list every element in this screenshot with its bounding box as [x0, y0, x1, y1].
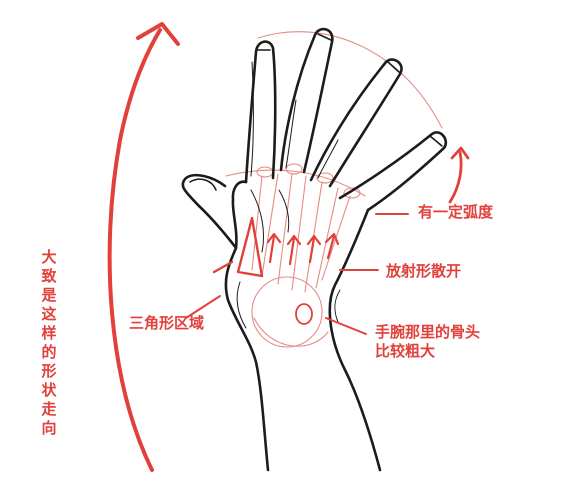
label-wrist-line2: 比较粗大	[375, 342, 436, 360]
middle-nail	[317, 33, 332, 41]
triangle-region	[236, 216, 264, 278]
thumb-nail	[189, 178, 217, 191]
big-arc-arrow	[107, 28, 162, 472]
big-arc-arrowhead	[136, 22, 180, 46]
middle-finger	[279, 27, 334, 174]
label-overall-shape: 大致是这样的形状走向	[41, 248, 57, 437]
knuckle-arc-guide	[225, 169, 366, 197]
pinky-nail	[429, 135, 443, 147]
radial-arrow	[266, 232, 282, 264]
wrist-bone-oval	[295, 303, 313, 325]
label-triangle: 三角形区域	[129, 314, 205, 332]
pinky-finger	[338, 131, 448, 212]
construction-guides	[225, 31, 443, 348]
label-wrist-line1: 手腕那里的骨头	[375, 323, 481, 341]
triangle-tick	[212, 260, 234, 274]
wrist-bone-circle	[251, 276, 323, 348]
palm-right-detail	[334, 289, 341, 323]
palm-crease	[278, 189, 290, 233]
wrist-curve-guide	[253, 317, 329, 347]
thumb-outline	[181, 173, 248, 250]
radial-arrow	[286, 234, 302, 266]
ring-finger-inner	[317, 139, 339, 179]
knuckle-ellipse	[343, 187, 361, 199]
metacarpal-line	[261, 173, 279, 277]
triangle-pointer	[185, 295, 221, 319]
annotations	[107, 22, 470, 472]
index-finger-inner	[250, 61, 254, 177]
hand-outline	[181, 27, 448, 472]
radial-arrow	[324, 232, 340, 260]
palm-left-edge	[224, 246, 270, 472]
palm-crease	[250, 189, 264, 253]
metacarpal-line	[291, 175, 307, 291]
metacarpal-line	[251, 175, 263, 271]
knuckle-ellipse	[316, 172, 334, 184]
radial-arrow	[306, 234, 322, 264]
metacarpal-line	[315, 187, 339, 289]
ring-nail	[387, 61, 400, 73]
wrist-pointer	[325, 317, 367, 335]
label-wrist: 手腕那里的骨头 比较粗大	[375, 323, 480, 361]
index-finger	[244, 40, 277, 184]
label-radial: 放射形散开	[386, 262, 462, 280]
palm-right-edge	[328, 208, 382, 472]
ring-finger	[309, 58, 403, 188]
arc-arrow-right-head	[450, 146, 470, 160]
knuckle-ellipse	[256, 166, 274, 178]
metacarpal-line	[277, 173, 293, 285]
arc-arrow-right	[448, 150, 463, 204]
label-arc: 有一定弧度	[418, 203, 494, 221]
palm-left-detail	[236, 281, 247, 329]
fingertip-arc-guide	[257, 31, 443, 129]
knuckle-ellipse	[285, 163, 303, 175]
middle-finger-inner	[285, 99, 297, 169]
